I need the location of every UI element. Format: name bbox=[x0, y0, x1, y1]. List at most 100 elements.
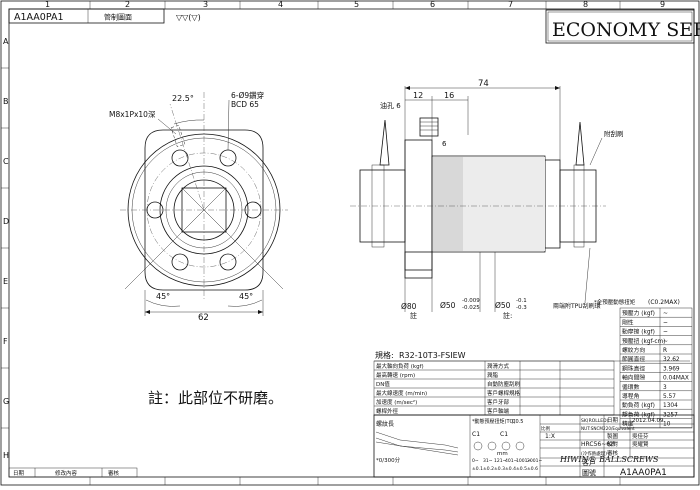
spec-left-label: 最高轉速 (rpm) bbox=[376, 371, 415, 379]
header-box bbox=[8, 8, 165, 24]
thread-note: M8x1Px10深 bbox=[109, 110, 156, 119]
angle-22-5-label: 22.5° bbox=[172, 94, 194, 103]
customer-label: 客戶 bbox=[582, 458, 596, 467]
spec-right-value: 10 bbox=[663, 422, 671, 428]
zone-row-e: E bbox=[3, 277, 8, 286]
spec-right-label: 節圓直徑 bbox=[622, 355, 645, 363]
spec-left-item: 自動防塵刮刷 bbox=[487, 380, 521, 388]
spec-left-label: 加速度 (m/sec²) bbox=[376, 398, 417, 406]
spec-right-table: *全預壓動態扭矩 (C0.2MAX) bbox=[594, 298, 693, 429]
oil-hole-note: 油孔 6 bbox=[380, 101, 401, 110]
wear-label: 螺紋長 bbox=[376, 420, 394, 428]
angle-45-right: 45° bbox=[239, 292, 253, 301]
oil-hole-fitting bbox=[419, 117, 439, 137]
note-1: 註 bbox=[410, 311, 417, 320]
length-range-cell: 2001~ bbox=[527, 458, 542, 464]
row-zone-labels: A B C D E F G H bbox=[3, 37, 9, 460]
front-view: 22.5° M8x1Px10深 6-Ø9鑽穿 BCD 65 45° 45° 62 bbox=[109, 90, 288, 323]
tolerance-cell: ±0.6 bbox=[527, 466, 538, 472]
spec-left-label: 螺桿外徑 bbox=[376, 407, 399, 415]
bcd-note: BCD 65 bbox=[231, 100, 259, 109]
spec-right-value: ~ bbox=[663, 330, 668, 336]
zone-col-9: 9 bbox=[660, 0, 665, 9]
wiper-note: 附刮刷 bbox=[604, 129, 624, 138]
zone-col-1: 1 bbox=[45, 0, 50, 9]
inner-frame bbox=[8, 8, 695, 478]
preload-label: *動態預壓扭矩(TQ) bbox=[472, 418, 515, 425]
tol-lower: -0.025 bbox=[462, 305, 480, 311]
tolerance-cell: ±0.3 bbox=[494, 466, 505, 472]
drawing-no-label: 圖號 bbox=[582, 468, 596, 477]
zone-row-g: G bbox=[3, 397, 9, 406]
spec-right-value: 1304 bbox=[663, 403, 678, 409]
dim-16: 16 bbox=[444, 91, 454, 100]
spec-right-label: 預壓扭 (kgf-cm) bbox=[622, 337, 665, 345]
model-number: R32-10T3-FSIEW bbox=[399, 351, 466, 360]
note-2: 註: bbox=[503, 311, 512, 320]
revision-block: 日期 修改內容 審核 bbox=[8, 467, 138, 478]
spec-right-value: ~ bbox=[663, 320, 668, 326]
check-label: 校對 bbox=[607, 440, 619, 448]
zone-row-d: D bbox=[3, 217, 9, 226]
spec-right-value: 32.62 bbox=[663, 357, 680, 363]
zone-col-6: 6 bbox=[430, 0, 435, 9]
header-title-cell: 管制圖面 bbox=[104, 13, 132, 22]
side-nut-body bbox=[431, 155, 546, 253]
zone-col-2: 2 bbox=[125, 0, 130, 9]
width-dim-62: 62 bbox=[198, 313, 209, 323]
spec-left-item: 潤滑方式 bbox=[487, 362, 510, 370]
check-2: C1 bbox=[472, 431, 480, 438]
spec-right-label: 鋼珠直徑 bbox=[622, 364, 645, 372]
spec-right-value: 5.57 bbox=[663, 394, 676, 400]
date-value: 2012.04.09 bbox=[632, 418, 664, 424]
holes-note: 6-Ø9鑽穿 bbox=[231, 90, 264, 100]
zone-col-4: 4 bbox=[278, 0, 283, 9]
zone-col-5: 5 bbox=[354, 0, 359, 9]
dia-flange: Ø80 bbox=[401, 302, 417, 311]
rev-content: 修改內容 bbox=[55, 469, 78, 477]
approve-label: 審核 bbox=[607, 449, 619, 457]
zone-col-8: 8 bbox=[583, 0, 588, 9]
spec-right-value: ~ bbox=[663, 311, 668, 317]
spec-left-label: DN值 bbox=[376, 380, 390, 388]
tolerance-cell: ±0.1 bbox=[472, 466, 483, 472]
series-title-box bbox=[545, 9, 695, 44]
tol2-lower: -0.3 bbox=[516, 305, 527, 311]
spec-left-item: 客戶螺桿規格 bbox=[487, 389, 521, 397]
spec-right-label: 循環數 bbox=[622, 383, 640, 391]
side-flange bbox=[404, 139, 433, 271]
tolerance-cell: ±0.4 bbox=[505, 466, 516, 472]
flange-thickness: 6 bbox=[442, 140, 447, 148]
spec-label: 規格: bbox=[375, 350, 394, 360]
tol-upper: -0.009 bbox=[462, 298, 480, 304]
rev-sign: 審核 bbox=[108, 469, 120, 477]
drawing-no: A1AA0PA1 bbox=[620, 468, 667, 478]
length-range-cell: 31~ bbox=[483, 458, 493, 464]
dia-spigot: Ø50 bbox=[495, 301, 511, 310]
spec-right-label: 導程角 bbox=[622, 392, 640, 400]
zone-row-c: C bbox=[3, 157, 9, 166]
person-2: 吳耀賢 bbox=[632, 440, 649, 448]
spec-right-label: 軸向間隙 bbox=[622, 374, 645, 382]
spec-right-value: 0.04MAX bbox=[663, 376, 689, 382]
tpu-note: 兩端附TPU刮刷環 bbox=[553, 302, 601, 310]
angle-45-left: 45° bbox=[156, 292, 170, 301]
dim-12: 12 bbox=[413, 91, 423, 100]
column-zone-labels: 1 2 3 4 5 6 7 8 9 bbox=[45, 0, 665, 9]
material-1: SK(ROLLED) bbox=[581, 418, 609, 424]
spec-left-item: 客戶牙部 bbox=[487, 398, 510, 406]
spec-right-label: 剛性 bbox=[622, 318, 634, 326]
length-range-cell: 0~ bbox=[472, 458, 479, 464]
length-range-cell: 121~ bbox=[494, 458, 507, 464]
spec-right-rows: 預壓力 (kgf)~剛性~動摩擦 (kgf)~預壓扭 (kgf-cm)~螺紋方向… bbox=[620, 309, 692, 428]
length-dim-74: 74 bbox=[478, 79, 489, 89]
zone-row-h: H bbox=[3, 451, 9, 460]
side-view: 74 12 16 油孔 6 6 bbox=[350, 79, 624, 320]
drawn-label: 製圖 bbox=[607, 432, 619, 440]
preload-header: *全預壓動態扭矩 bbox=[594, 298, 636, 306]
date-label: 日期 bbox=[607, 417, 619, 424]
treatment: (冷作熱處理) bbox=[581, 450, 607, 457]
